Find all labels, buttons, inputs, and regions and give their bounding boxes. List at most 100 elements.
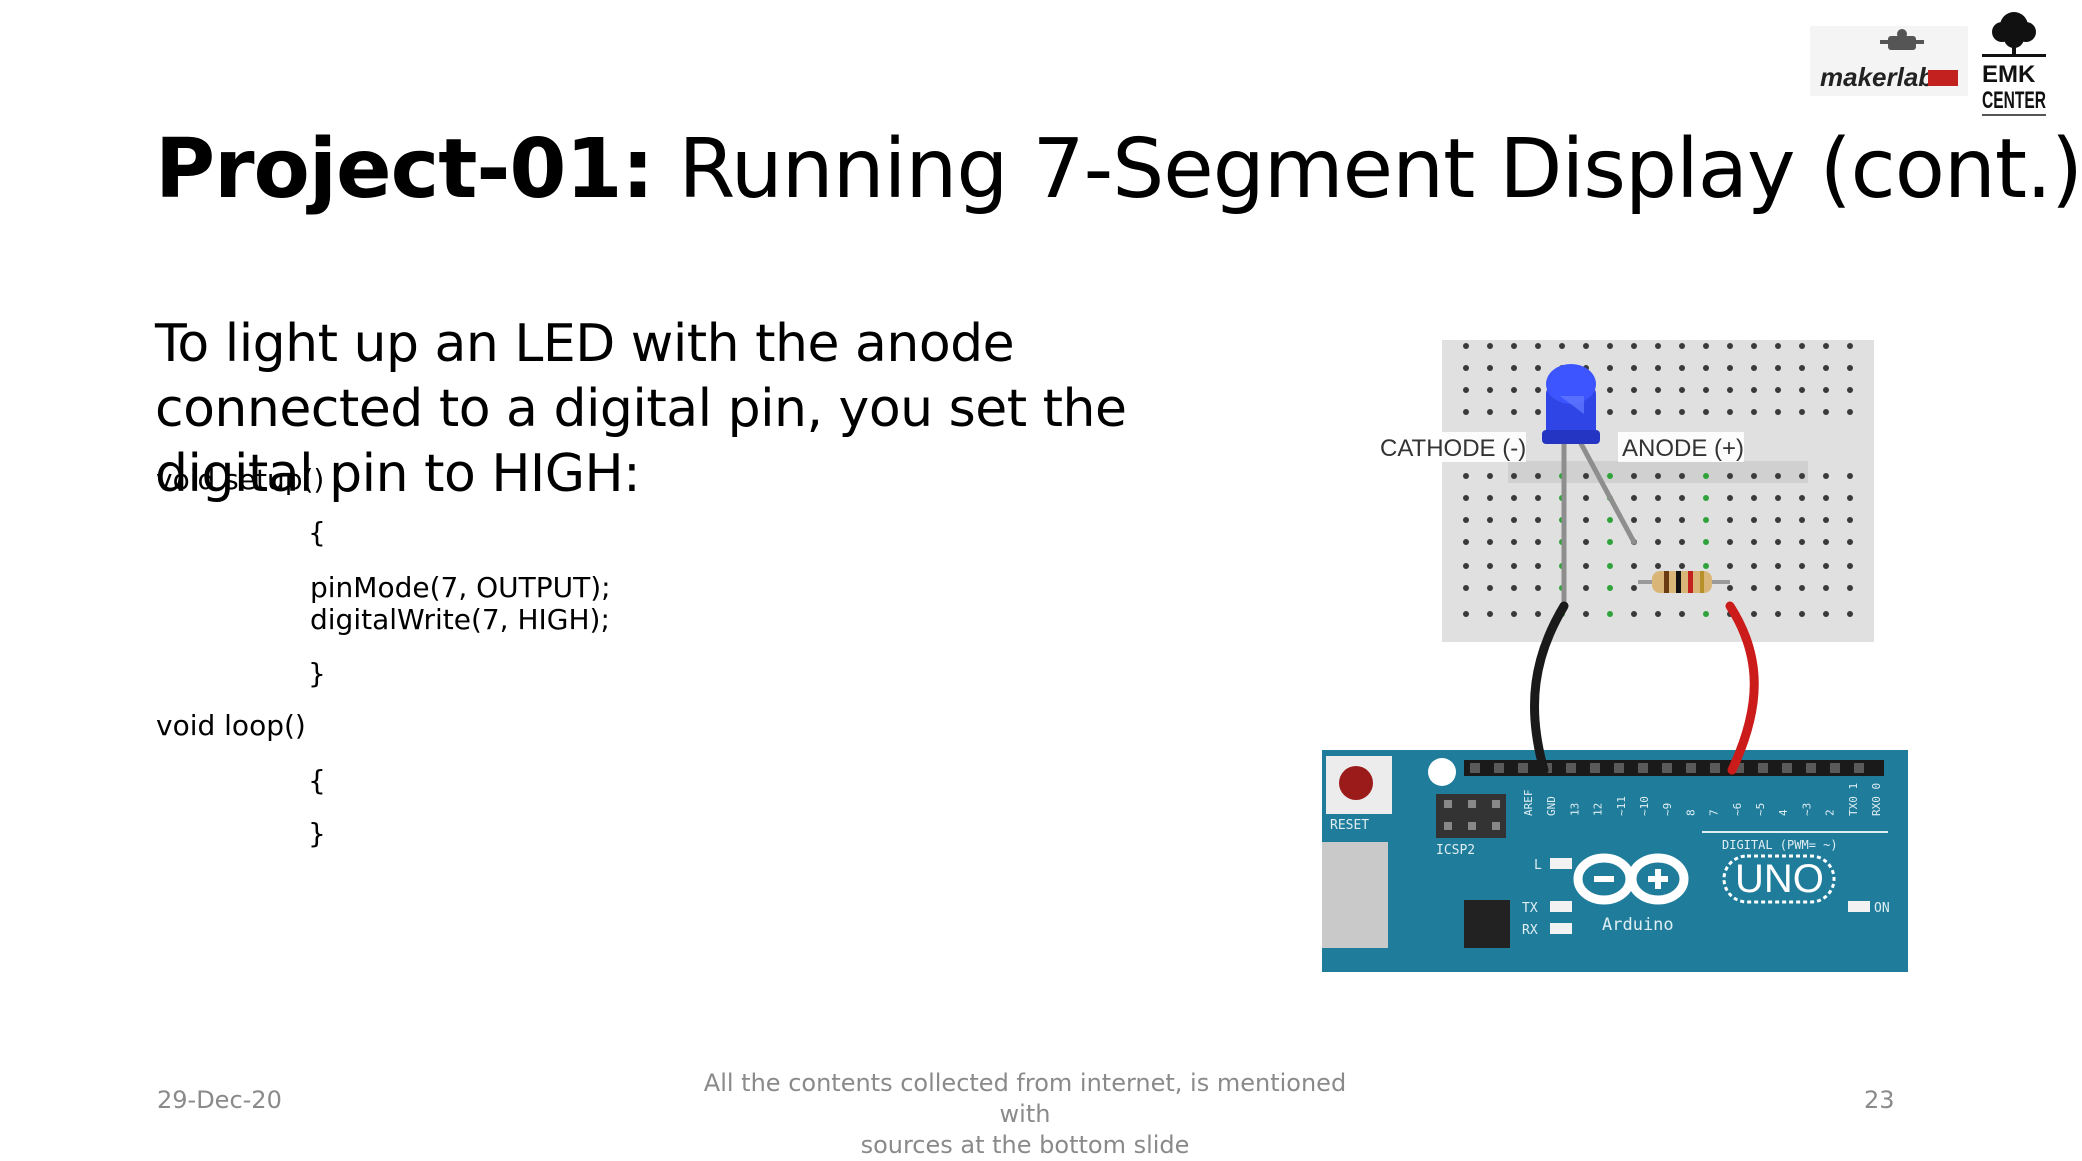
breadboard-hole [1751,365,1757,371]
breadboard-hole [1799,539,1805,545]
header-pin [1806,763,1816,773]
anode-label-bg [1618,432,1744,462]
footer-note: All the contents collected from internet… [703,1069,1347,1159]
breadboard-hole [1799,495,1805,501]
led-tx [1550,901,1572,912]
breadboard-hole [1799,343,1805,349]
breadboard-hole [1727,495,1733,501]
breadboard-hole [1511,539,1517,545]
pin-label: GND [1545,796,1558,816]
breadboard-hole [1751,343,1757,349]
breadboard-hole [1487,611,1493,617]
slide-number: 23 [1864,1086,1895,1114]
breadboard-hole [1463,387,1469,393]
breadboard-hole [1631,517,1637,523]
breadboard-hole [1703,517,1709,523]
breadboard-hole [1607,517,1613,523]
breadboard-hole [1631,563,1637,569]
pin-label: 7 [1708,809,1721,816]
digital-label-line [1702,831,1888,833]
breadboard-hole [1775,387,1781,393]
arduino-infinity-icon [1573,853,1689,905]
header-pin [1662,763,1672,773]
breadboard-hole [1487,473,1493,479]
pin-label: TX0 1 [1847,783,1860,816]
breadboard-hole [1655,343,1661,349]
breadboard-hole [1463,365,1469,371]
wire-black-gnd [1529,601,1569,775]
breadboard-hole [1487,387,1493,393]
header-pin [1638,763,1648,773]
breadboard-hole [1847,495,1853,501]
breadboard-hole [1799,611,1805,617]
breadboard-hole [1847,517,1853,523]
led-on-label: ON [1874,901,1890,916]
code-loop-close-brace: } [308,817,326,850]
header-pins [1470,763,1864,773]
code-loop-open-brace: { [308,764,326,797]
breadboard-hole [1655,611,1661,617]
breadboard-hole [1847,563,1853,569]
breadboard-hole [1535,473,1541,479]
breadboard-hole [1727,387,1733,393]
cathode-label-bg [1376,432,1526,462]
breadboard-hole [1775,611,1781,617]
breadboard-hole [1727,585,1733,591]
breadboard-hole [1679,473,1685,479]
breadboard-hole [1607,387,1613,393]
breadboard-hole [1775,495,1781,501]
breadboard-hole [1679,611,1685,617]
breadboard-hole [1703,563,1709,569]
makerlab-logo: makerlab [1810,26,1968,96]
breadboard-hole [1847,365,1853,371]
breadboard-hole [1727,563,1733,569]
breadboard-hole [1823,365,1829,371]
uno-badge [1722,854,1836,904]
breadboard-hole [1463,611,1469,617]
pin-label: 13 [1568,803,1581,816]
makerlab-wordmark: makerlab [1820,62,1934,92]
breadboard-hole [1535,539,1541,545]
breadboard-hole [1511,365,1517,371]
breadboard-hole [1511,517,1517,523]
breadboard-hole [1487,563,1493,569]
breadboard-hole [1511,409,1517,415]
breadboard-hole [1655,409,1661,415]
pin-label: AREF [1522,790,1535,817]
breadboard-hole [1751,517,1757,523]
blue-led [1542,364,1600,444]
header-pin [1854,763,1864,773]
code-setup-signature: void setup() [156,463,325,496]
breadboard-hole [1463,539,1469,545]
code-loop-signature: void loop() [156,709,306,742]
breadboard-hole [1535,611,1541,617]
led-tx-label: TX [1522,901,1538,916]
header-pin [1686,763,1696,773]
breadboard-hole [1511,387,1517,393]
header-pin [1470,763,1480,773]
breadboard-hole [1535,387,1541,393]
breadboard-hole [1775,539,1781,545]
breadboard-hole [1655,495,1661,501]
pin-label: 2 [1824,809,1837,816]
breadboard-hole [1751,563,1757,569]
breadboard-hole [1607,365,1613,371]
breadboard-hole [1583,495,1589,501]
header-pin [1590,763,1600,773]
breadboard-hole [1607,539,1613,545]
breadboard-hole [1631,387,1637,393]
breadboard-hole [1703,495,1709,501]
breadboard-divider [1508,461,1808,483]
cathode-label: CATHODE (-) [1380,435,1526,462]
breadboard-hole [1463,585,1469,591]
breadboard-hole [1631,473,1637,479]
breadboard-hole [1559,343,1565,349]
breadboard-hole [1775,365,1781,371]
pin-label: ~11 [1615,796,1628,816]
digital-label: DIGITAL (PWM= ~) [1722,838,1838,852]
led-rx-label: RX [1522,923,1538,938]
breadboard-hole [1607,563,1613,569]
breadboard-hole [1799,365,1805,371]
breadboard-hole [1607,409,1613,415]
